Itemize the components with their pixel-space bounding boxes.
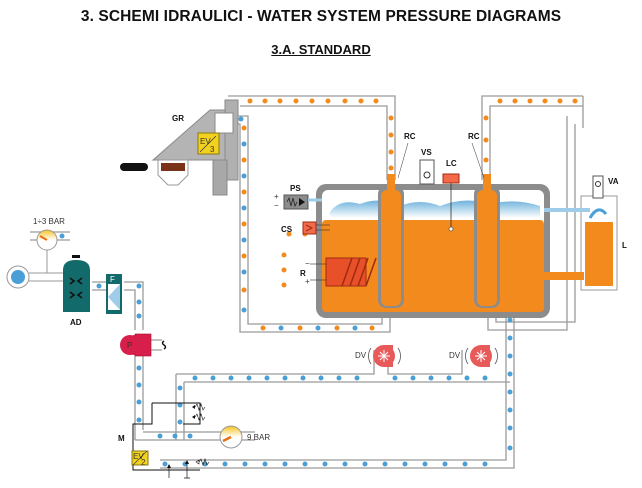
gr-label: GR (172, 114, 184, 123)
pipe-hot-group-inner (240, 105, 388, 180)
p-label: P (127, 341, 132, 350)
lc-label: LC (446, 159, 457, 168)
inlet-gauge-label: 1÷3 BAR (33, 217, 65, 226)
safety-thermostat-cs: CS (281, 221, 330, 235)
r-plus: + (305, 277, 310, 286)
pipe-ad-to-f (92, 281, 106, 291)
water-softener-ad: AD (63, 255, 90, 327)
ev2-label: EV (133, 452, 144, 461)
dv-left-label: DV (355, 351, 367, 360)
dv-right-label: DV (449, 351, 461, 360)
ev3-label: EV (200, 137, 211, 146)
pump-gauge-label: 9 BAR (247, 433, 270, 442)
filter-f: F (106, 274, 122, 314)
vacuum-valve-vs: VS (419, 148, 435, 185)
pipe-rc-right-outer (481, 95, 583, 180)
hot-water-drops (241, 98, 578, 331)
ad-label: AD (70, 318, 82, 327)
cold-water-drops (49, 116, 520, 467)
page-title: 3. SCHEMI IDRAULICI - WATER SYSTEM PRESS… (80, 8, 562, 25)
l-label: L (622, 241, 627, 250)
pipe-group-return-inner (238, 123, 391, 333)
rc-left-label: RC (404, 132, 416, 141)
level-tank: VA L (544, 175, 627, 291)
inlet-gauge: 1÷3 BAR (33, 217, 65, 251)
portafilter-handle (120, 163, 148, 171)
pipe-lower-dv-inner (183, 381, 510, 440)
r-label: R (300, 269, 306, 278)
pump-p: P (120, 333, 167, 357)
ps-plus: + (274, 192, 279, 201)
pipe-f-to-pump (124, 281, 144, 330)
pipe-rc-right-inner (489, 105, 583, 180)
r-minus: − (305, 259, 310, 268)
va-label: VA (608, 177, 619, 186)
ps-label: PS (290, 184, 301, 193)
pipe-pump-down (134, 356, 144, 440)
ev3-num: 3 (210, 145, 215, 154)
water-source (6, 250, 64, 289)
dv-right: DV (449, 345, 498, 367)
pressostat-ps: PS + − (274, 184, 322, 210)
dv-left: DV (355, 345, 401, 367)
pump-pressure-gauge: 9 BAR (219, 425, 270, 449)
vs-label: VS (421, 148, 432, 157)
pipe-right-vert (160, 306, 515, 469)
manifold-m: EV 2 M (118, 402, 210, 479)
page-subtitle: 3.A. STANDARD (271, 42, 371, 57)
cs-label: CS (281, 225, 293, 234)
pipe-hot-group-outer (228, 95, 396, 180)
boiler (316, 174, 550, 318)
f-label: F (110, 275, 115, 284)
ev2-num: 2 (141, 458, 146, 467)
level-control-lc: LC (442, 159, 460, 184)
rc-right-label: RC (468, 132, 480, 141)
ps-minus: − (274, 201, 279, 210)
coffee-basket (161, 163, 185, 171)
pipe-lower-dv-outer (176, 350, 463, 375)
brew-group: EV 3 GR (120, 99, 239, 196)
m-label: M (118, 434, 125, 443)
